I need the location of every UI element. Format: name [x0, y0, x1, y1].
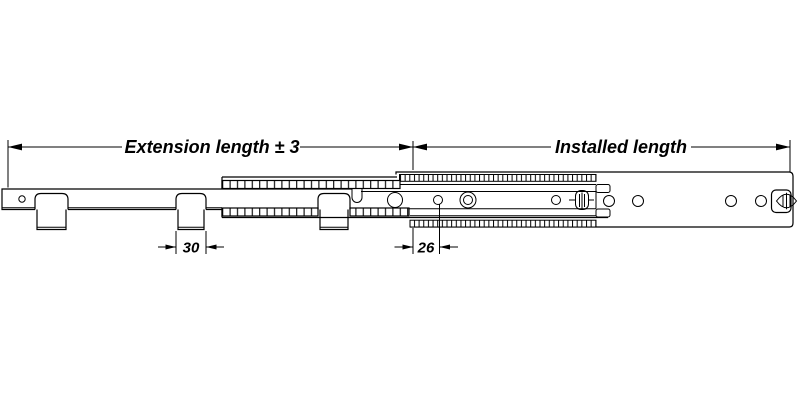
- mounting-hole: [755, 195, 767, 207]
- cabinet-member: [395, 171, 798, 228]
- rivet-hole: [433, 195, 443, 205]
- arrowhead-right-icon: [165, 244, 176, 250]
- ball-retainer-strip-top-outer: [399, 174, 597, 182]
- dimension-hole-offset: 26: [394, 204, 458, 257]
- intermediate-member: [221, 176, 611, 219]
- ball-retainer-strip-bottom-outer: [409, 219, 597, 228]
- mounting-tab: [317, 192, 351, 231]
- drawer-member: [1, 188, 363, 231]
- mounting-hole: [603, 195, 615, 207]
- dimension-tab-width: 30: [158, 231, 224, 257]
- arrowhead-right-icon: [399, 143, 413, 151]
- arrowhead-left-icon: [439, 244, 450, 250]
- ball-retainer-strip-top-inner: [221, 179, 401, 190]
- arrowhead-left-icon: [413, 143, 427, 151]
- rivet-hole: [387, 192, 403, 208]
- dimension-installed-length: Installed length: [413, 137, 790, 157]
- hole-offset-value: 26: [417, 240, 435, 257]
- tab-width-value: 30: [183, 240, 200, 257]
- arrowhead-left-icon: [8, 143, 22, 151]
- extension-length-label: Extension length ± 3: [125, 137, 300, 157]
- rear-bracket: [770, 189, 798, 214]
- rivet-hole: [463, 195, 473, 205]
- front-hole: [18, 195, 26, 203]
- disconnect-lever-icon: [775, 193, 798, 209]
- hook-notch: [351, 189, 363, 203]
- installed-length-label: Installed length: [555, 137, 687, 157]
- rivet-hole: [551, 195, 561, 205]
- arrowhead-left-icon: [206, 244, 217, 250]
- mounting-tab: [175, 192, 207, 231]
- dimension-annotations: Extension length ± 3 Installed length 30: [7, 137, 791, 257]
- stop-lance: [569, 190, 594, 210]
- cabinet-profile-outline: [395, 171, 794, 228]
- rail-end-flange: [595, 208, 611, 218]
- rivet-hole: [459, 191, 477, 209]
- mounting-tab: [34, 192, 69, 231]
- ball-retainer-strip-bottom-inner-right: [349, 207, 410, 217]
- mounting-hole: [632, 195, 644, 207]
- drawer-rail-outline: [1, 188, 352, 211]
- arrowhead-right-icon: [776, 143, 790, 151]
- rail-end-flange: [595, 184, 611, 193]
- mounting-hole: [725, 195, 737, 207]
- arrowhead-right-icon: [402, 244, 413, 250]
- ball-retainer-strip-bottom-inner-left: [221, 207, 319, 217]
- dimension-extension-length: Extension length ± 3: [8, 137, 413, 157]
